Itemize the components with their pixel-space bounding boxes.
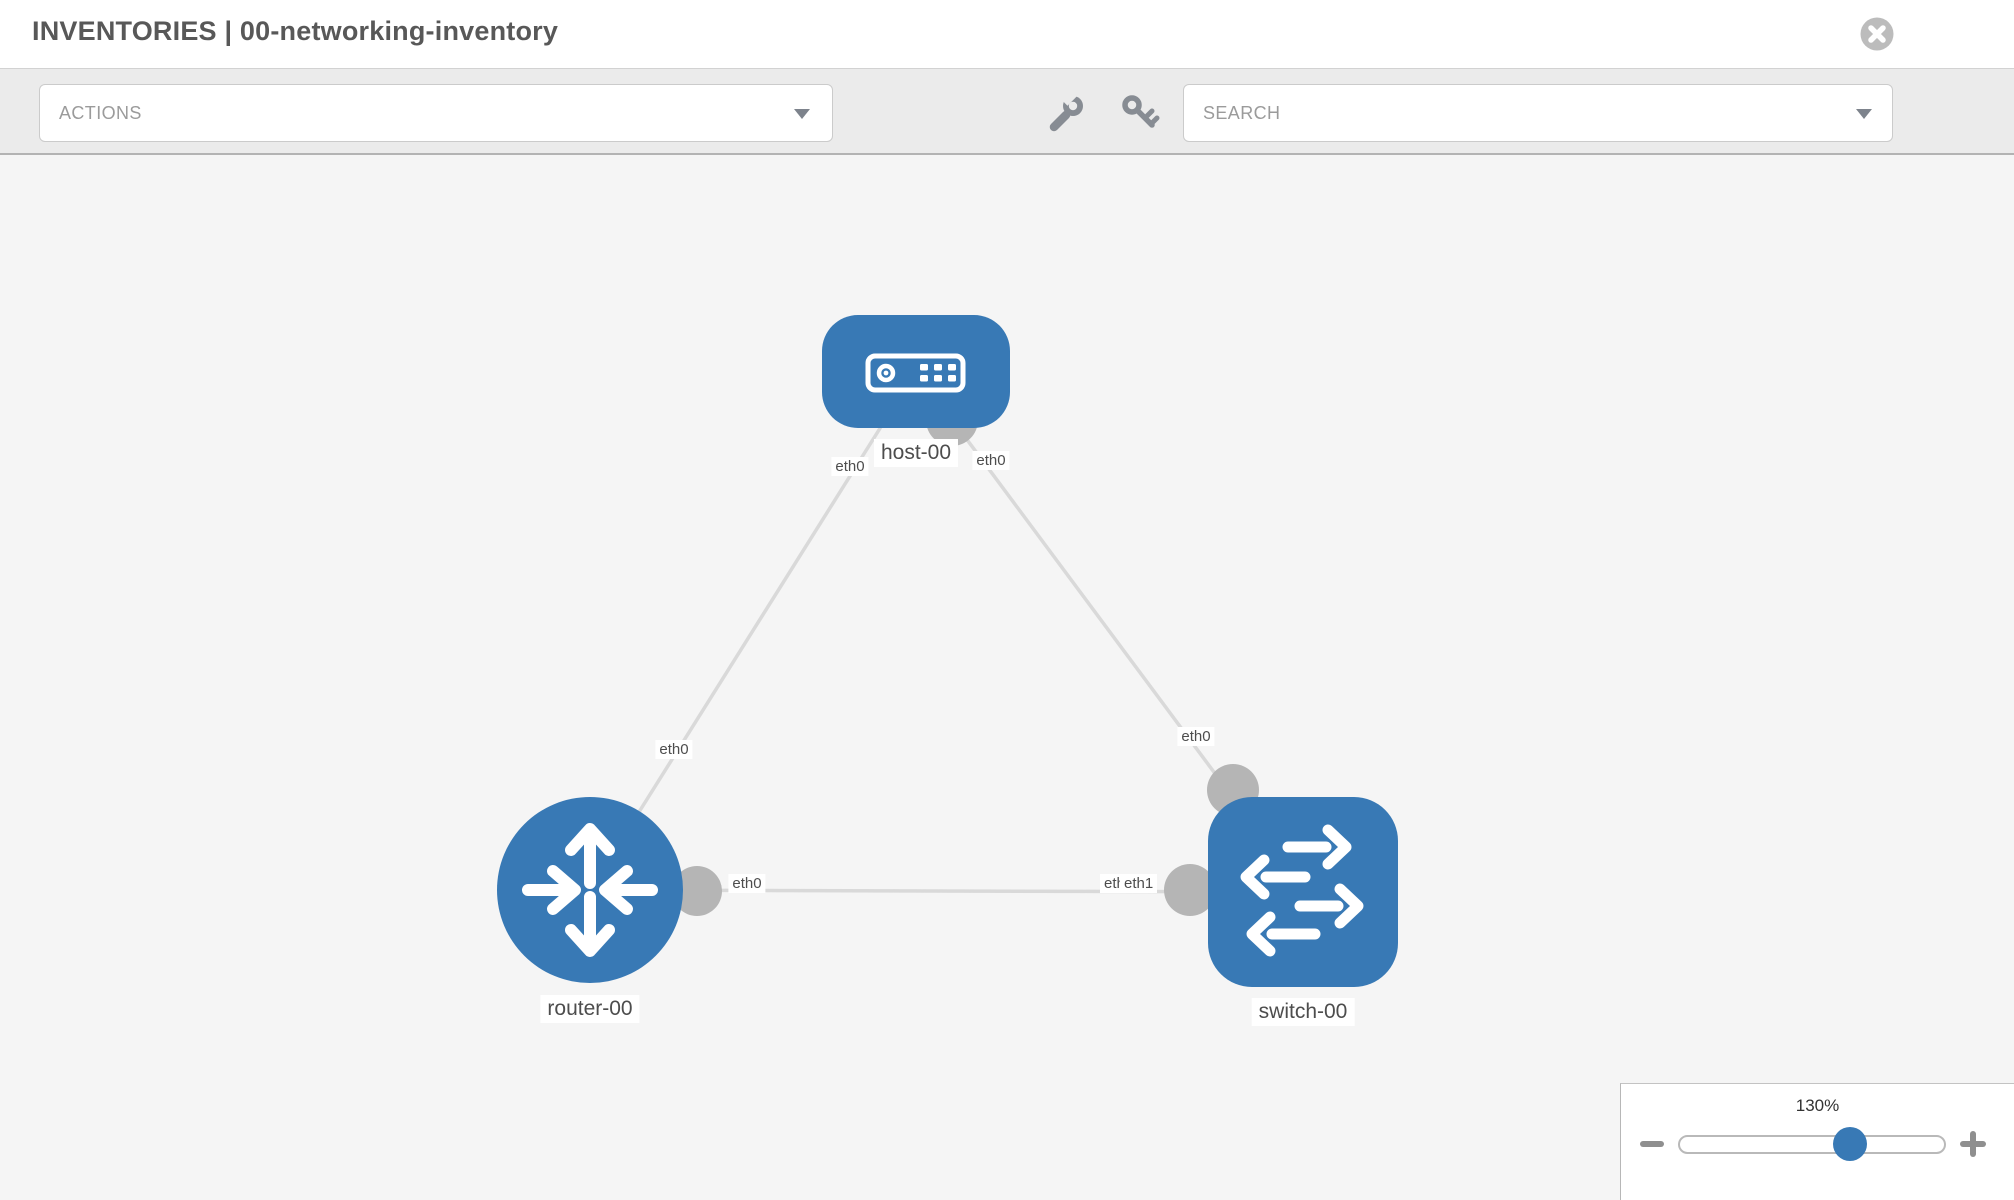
configure-button[interactable] bbox=[1044, 87, 1090, 135]
node-switch-00[interactable] bbox=[1208, 797, 1398, 987]
actions-dropdown-placeholder: ACTIONS bbox=[59, 102, 142, 123]
close-button[interactable] bbox=[1860, 17, 1894, 51]
zoom-out-button[interactable] bbox=[1640, 1130, 1664, 1158]
port-switch-left bbox=[1164, 864, 1216, 916]
key-icon bbox=[1122, 95, 1160, 128]
breadcrumb-section: INVENTORIES bbox=[32, 16, 217, 46]
router-arrows-icon bbox=[522, 823, 658, 957]
host-server-icon bbox=[865, 353, 966, 393]
credentials-button[interactable] bbox=[1116, 91, 1162, 135]
zoom-level-value: 130% bbox=[1795, 1096, 1840, 1115]
switch-arrows-icon bbox=[1240, 824, 1364, 957]
breadcrumb-separator: | bbox=[216, 16, 240, 46]
node-label-router: router-00 bbox=[540, 995, 640, 1023]
page-title: INVENTORIES | 00-networking-inventory bbox=[32, 16, 558, 47]
plus-icon bbox=[1970, 1131, 1976, 1157]
toolbar: ACTIONS SEARCH bbox=[0, 68, 2014, 155]
close-icon bbox=[1860, 17, 1894, 51]
zoom-slider-track[interactable] bbox=[1678, 1135, 1946, 1154]
search-dropdown[interactable]: SEARCH bbox=[1183, 84, 1893, 142]
iface-label-router-top: eth0 bbox=[655, 740, 693, 759]
node-label-switch: switch-00 bbox=[1251, 998, 1355, 1026]
iface-label-switch-top: eth0 bbox=[1177, 727, 1215, 746]
zoom-control-panel: 130% bbox=[1620, 1083, 2014, 1200]
search-dropdown-placeholder: SEARCH bbox=[1203, 102, 1281, 123]
actions-dropdown[interactable]: ACTIONS bbox=[39, 84, 833, 142]
node-router-00[interactable] bbox=[497, 797, 683, 983]
minus-icon bbox=[1640, 1141, 1664, 1147]
iface-label-host-right: eth0 bbox=[972, 451, 1010, 470]
node-label-host: host-00 bbox=[873, 439, 959, 467]
modal-header: INVENTORIES | 00-networking-inventory bbox=[0, 0, 2014, 68]
topology-canvas[interactable]: eth0 eth0 eth0 eth0 eth0 eth0 eth1 host-… bbox=[0, 155, 2014, 1200]
inventory-name: 00-networking-inventory bbox=[239, 16, 559, 46]
interface-ports bbox=[672, 394, 1259, 916]
iface-label-switch-left-eth1: eth1 bbox=[1120, 874, 1158, 893]
zoom-slider-thumb[interactable] bbox=[1833, 1127, 1867, 1161]
zoom-in-button[interactable] bbox=[1959, 1130, 1987, 1158]
iface-label-router-right: eth0 bbox=[728, 874, 766, 893]
chevron-down-icon bbox=[1856, 109, 1872, 119]
node-host-00[interactable] bbox=[822, 315, 1010, 428]
iface-label-host-left: eth0 bbox=[831, 457, 869, 476]
chevron-down-icon bbox=[794, 109, 810, 119]
wrench-icon bbox=[1049, 87, 1083, 132]
port-router-right bbox=[672, 866, 722, 916]
